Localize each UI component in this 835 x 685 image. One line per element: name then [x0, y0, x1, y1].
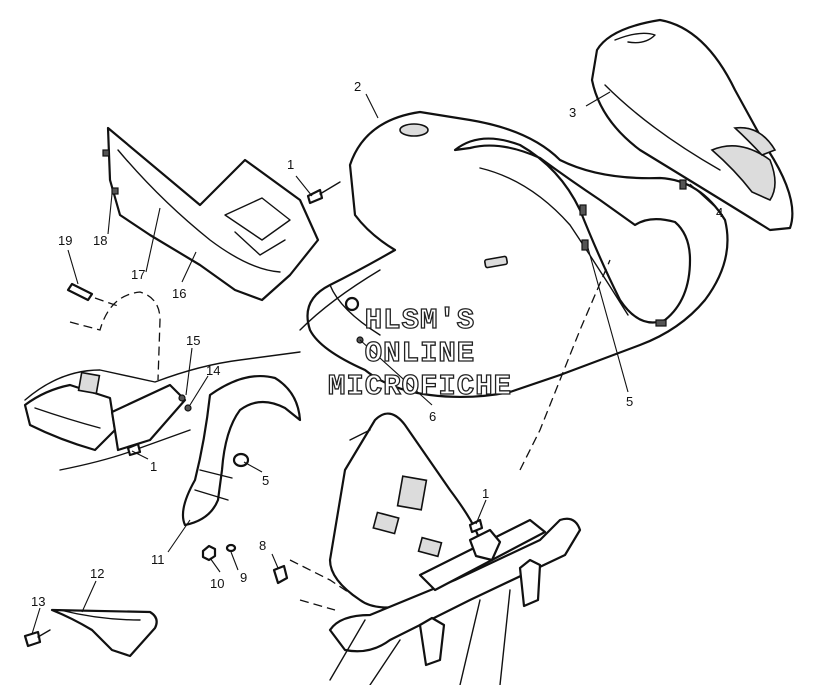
callout-14: 14 [206, 363, 221, 378]
callout-3: 3 [569, 105, 577, 120]
frame-outline-left [23, 291, 301, 471]
callout-1-top: 1 [287, 157, 295, 172]
callout-10: 10 [210, 576, 225, 591]
part-11-fender-flare [181, 374, 302, 527]
callout-13: 13 [31, 594, 46, 609]
callout-6: 6 [429, 409, 437, 424]
callout-12: 12 [90, 566, 105, 581]
callout-5-left: 5 [262, 473, 270, 488]
part-19-bolt [66, 282, 119, 307]
part-13-bolt [23, 629, 51, 648]
callout-19: 19 [58, 233, 73, 248]
part-12-guard [50, 608, 158, 658]
callout-18: 18 [93, 233, 108, 248]
callout-1-frame: 1 [482, 486, 490, 501]
part-15-bracket [110, 383, 192, 452]
callout-11: 11 [151, 552, 165, 567]
front-panel-center [328, 412, 482, 609]
callout-5-right: 5 [626, 394, 634, 409]
part-1-bolt-mid [126, 442, 142, 457]
callout-8: 8 [259, 538, 267, 553]
part-8-clip [272, 564, 289, 585]
callout-15: 15 [186, 333, 201, 348]
callout-4: 4 [716, 205, 724, 220]
part-17-side-panel [102, 126, 320, 302]
callout-1-mid: 1 [150, 459, 158, 474]
callout-9: 9 [240, 570, 248, 585]
main-frame [289, 259, 611, 685]
part-3-rear-cover [590, 18, 794, 232]
callout-2: 2 [354, 79, 362, 94]
part-9-washer [225, 543, 237, 553]
leader-lines [31, 91, 715, 635]
callout-17: 17 [131, 267, 146, 282]
part-4-fastener [679, 179, 687, 190]
callout-16: 16 [172, 286, 187, 301]
part-10-nut [201, 544, 217, 562]
part-2-main-fender [299, 110, 729, 398]
part-5-grommet-left [232, 452, 250, 468]
part-1-bolt-top [306, 181, 341, 205]
